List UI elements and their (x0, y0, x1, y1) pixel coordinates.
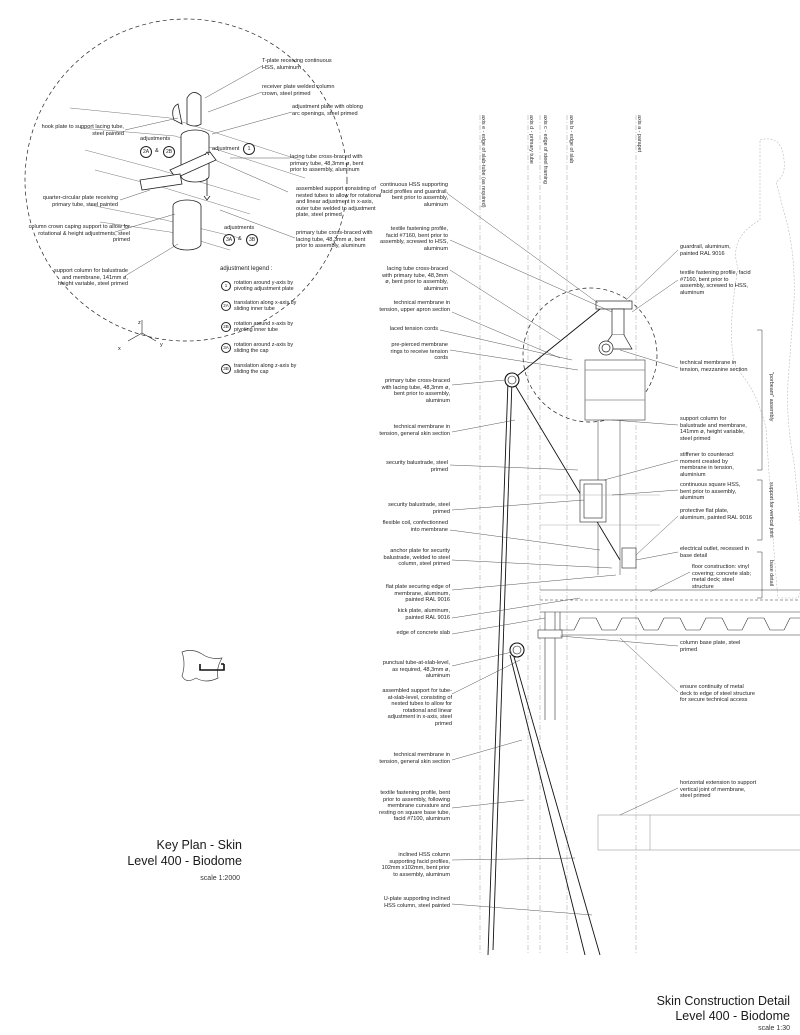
lc-membrane-general: technical membrane in tension, general s… (379, 424, 450, 437)
rc-textile-profile: textile fastening profile, facid #7160, … (680, 270, 751, 296)
key-plan-title-1: Key Plan - Skin (156, 838, 242, 852)
callout-adjustment-plate: adjustment plate with oblong arc opening… (292, 104, 363, 117)
adjust-tag-2a: 2A (140, 146, 152, 158)
legend-text-2a: translation along x-axis by sliding inne… (234, 300, 297, 313)
adjust-tag-1: 1 (243, 143, 255, 155)
rc-horizontal-extension: horizontal extension to support vertical… (680, 780, 757, 800)
lc-kick-plate: kick plate, aluminum, painted RAL 9016 (397, 608, 450, 621)
key-plan-scale: scale 1:2000 (200, 875, 240, 882)
rc-guardrail: guardrail, aluminum, painted RAL 9016 (680, 244, 731, 257)
rc-electrical-outlet: electrical outlet, recessed in base deta… (680, 546, 750, 559)
axis-y-label: y (160, 342, 163, 348)
main-title-1: Skin Construction Detail (656, 994, 790, 1008)
legend-text-3a: rotation around z-axis by sliding the ca… (234, 342, 294, 355)
callout-support-column: support column for balustrade and membra… (53, 268, 128, 288)
key-plan-title-2: Level 400 - Biodome (127, 854, 242, 868)
side-label-porbeam: "porbeam" assembly (768, 372, 774, 422)
adjust-amp-2: & (238, 236, 242, 242)
axis-b-label: axis b - edge of slab (568, 115, 574, 164)
callout-lacing-tube: lacing tube cross-braced with primary tu… (290, 154, 364, 174)
rc-support-column: support column for balustrade and membra… (680, 416, 747, 442)
axis-z-label: z (138, 320, 141, 326)
side-label-base-detail: base detail (768, 560, 774, 587)
callout-quarter-plate: quarter-circular plate receiving primary… (42, 195, 118, 208)
adjustments-label-3: adjustments (224, 225, 255, 231)
callout-assembled-support: assembled support consisting of nested t… (296, 186, 382, 219)
rc-column-base-plate: column base plate, steel primed (680, 640, 741, 653)
main-scale: scale 1:30 (758, 1025, 790, 1032)
lc-continuous-hss: continuous HSS supporting facid profiles… (380, 182, 448, 208)
lc-security-balustrade-2: security balustrade, steel primed (388, 502, 450, 515)
axis-c-label: axis c - edge of steel framing (542, 115, 548, 184)
adjustment-label-2: adjustment (212, 146, 240, 152)
callout-column-crown: column crown caping support to allow for… (28, 224, 130, 244)
axis-a-label: axis a - parapet (636, 115, 642, 153)
lc-textile-profile: textile fastening profile, facid #7160, … (380, 226, 448, 252)
legend-sym-2b: 2B (221, 322, 231, 332)
lc-laced-cords: laced tension cords (389, 326, 438, 332)
main-title-2: Level 400 - Biodome (675, 1009, 790, 1023)
section-detail-circle (522, 287, 658, 423)
lc-membrane-general-2: technical membrane in tension, general s… (379, 752, 450, 765)
legend-sym-1: 1 (221, 281, 231, 291)
rc-continuous-square-hss: continuous square HSS, bent prior to ass… (680, 482, 741, 502)
legend-text-2b: rotation around x-axis by pivoting inner… (234, 321, 294, 334)
legend-sym-3b: 3B (221, 364, 231, 374)
rc-metal-deck-continuity: ensure continuity of metal deck to edge … (680, 684, 755, 704)
adjust-amp-1: & (155, 148, 159, 154)
adjustments-label-1: adjustments (140, 136, 171, 142)
rc-protective-plate: protective flat plate, aluminum, painted… (680, 508, 752, 521)
adjust-tag-2b: 2B (163, 146, 175, 158)
callout-receiver-plate: receiver plate welded column crown, stee… (262, 84, 335, 97)
legend-text-1: rotation around y-axis by pivoting adjus… (234, 280, 294, 293)
lc-lacing-tube: lacing tube cross-braced with primary tu… (382, 266, 448, 292)
rc-stiffener: stiffener to counteract moment created b… (680, 452, 734, 478)
rc-membrane-mezzanine: technical membrane in tension, mezzanine… (680, 360, 748, 373)
primary-tube (504, 372, 520, 388)
legend-text-3b: translation along z-axis by sliding the … (234, 363, 297, 376)
axis-x-label: x (118, 346, 121, 352)
adjust-tag-3a: 3A (223, 234, 235, 246)
detail-circle (24, 18, 348, 342)
callout-primary-tube: primary tube cross-braced with lacing tu… (296, 230, 373, 250)
lc-u-plate: U-plate supporting inclined HSS column, … (383, 896, 450, 909)
lc-anchor-plate: anchor plate for security balustrade, we… (383, 548, 450, 568)
callout-hook-plate: hook plate to support lacing tube, steel… (41, 124, 124, 137)
lc-assembled-support: assembled support for tube-at-slab-level… (382, 688, 452, 727)
lc-membrane-apron: technical membrane in tension, upper apr… (379, 300, 450, 313)
lc-flexible-coil: flexible coil, confectionned into membra… (382, 520, 448, 533)
legend-title: adjustment legend : (220, 266, 273, 272)
lc-inclined-hss: inclined HSS column supporting facid pro… (381, 852, 450, 878)
lc-tube-at-slab: punctual tube-at-slab-level, as required… (382, 660, 450, 680)
rc-floor-construction: floor construction: vinyl covering; conc… (692, 564, 752, 590)
lc-edge-slab: edge of concrete slab (396, 630, 451, 636)
slab-tube (509, 642, 525, 658)
legend-sym-3a: 3A (221, 343, 231, 353)
human-silhouette (731, 138, 800, 599)
side-label-vertical-joint: support for vertical joint (768, 482, 774, 538)
key-plan-glyph (181, 650, 223, 682)
adjust-tag-3b: 3B (246, 234, 258, 246)
legend-sym-2a: 2A (221, 301, 231, 311)
lc-textile-profile-2: textile fastening profile, bent prior to… (379, 790, 450, 823)
lc-flat-plate: flat plate securing edge of membrane, al… (385, 584, 450, 604)
axis-e-label: axis e - edge of slab-tube (as required) (480, 115, 486, 208)
lc-security-balustrade-1: security balustrade, steel primed (386, 460, 448, 473)
callout-t-plate: T-plate receiving continuous HSS, alumin… (262, 58, 332, 71)
lc-primary-tube: primary tube cross-braced with lacing tu… (381, 378, 450, 404)
axis-d-label: axis d - primary tube (528, 115, 534, 164)
lc-membrane-rings: pre-pierced membrane rings to receive te… (390, 342, 448, 362)
